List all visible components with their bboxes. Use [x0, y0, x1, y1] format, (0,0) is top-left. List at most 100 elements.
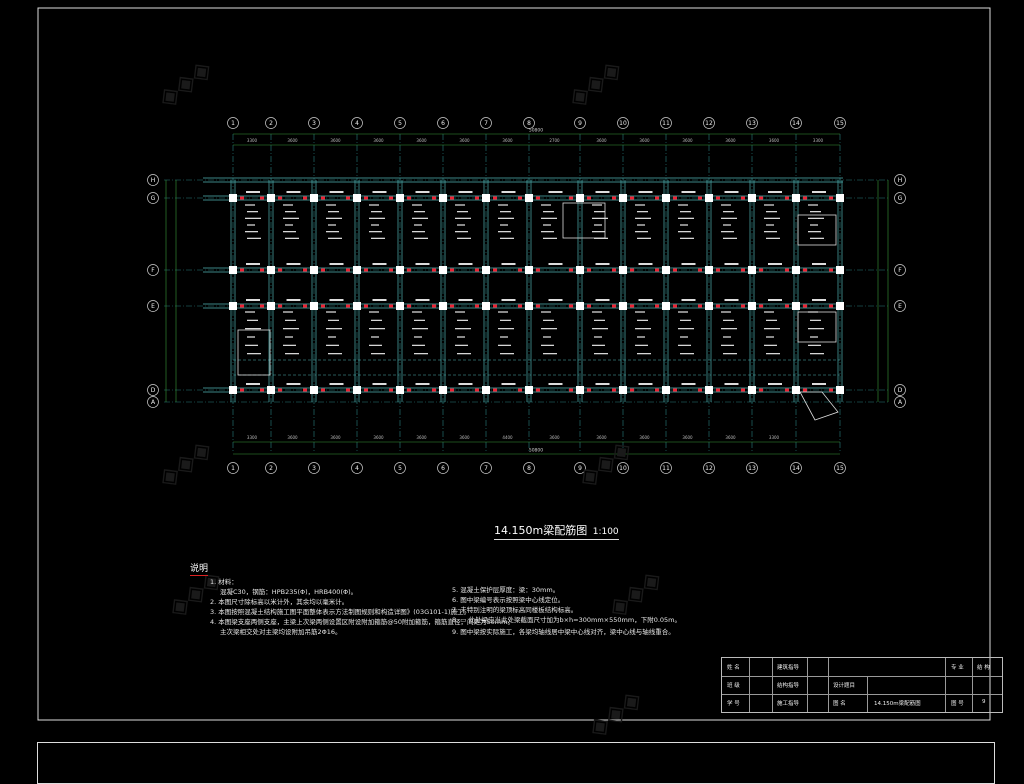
bay-dim-top: 2700: [549, 138, 560, 143]
column: [705, 302, 713, 310]
axis-bubble-bottom: [834, 462, 846, 474]
rebar-mark: [587, 268, 591, 272]
rebar-mark: [569, 196, 573, 200]
axis-number-bottom: 9: [578, 465, 582, 472]
tb-label: 姓 名: [727, 665, 740, 671]
axis-number-top: 12: [705, 120, 713, 127]
axis-number-top: 5: [398, 120, 402, 127]
rebar-mark: [587, 388, 591, 392]
axis-number-bottom: 13: [748, 465, 756, 472]
rebar-mark: [346, 268, 350, 272]
axis-bubble-bottom: [574, 462, 586, 474]
bay-dim-bottom: 3600: [596, 435, 607, 440]
column: [353, 386, 361, 394]
column: [792, 194, 800, 202]
rebar-mark: [278, 196, 282, 200]
axis-number-bottom: 11: [662, 465, 670, 472]
rebar-mark: [673, 388, 677, 392]
rebar-mark: [655, 268, 659, 272]
axis-bubble-right: [894, 174, 906, 186]
rebar-mark: [785, 268, 789, 272]
column: [310, 194, 318, 202]
bay-dim-top: 3600: [330, 138, 341, 143]
column: [619, 266, 627, 274]
axis-bubble-top: [834, 117, 846, 129]
corner-element: [799, 391, 839, 421]
rebar-mark: [364, 196, 368, 200]
bay-dim-bottom: 3600: [549, 435, 560, 440]
drawing-title-text: 14.150m梁配筋图: [494, 524, 588, 537]
rebar-mark: [321, 196, 325, 200]
rebar-mark: [612, 196, 616, 200]
bay-dim-top: 3300: [247, 138, 258, 143]
axis-number-top: 3: [312, 120, 316, 127]
column: [229, 266, 237, 274]
rebar-mark: [716, 196, 720, 200]
axis-number-top: 1: [231, 120, 235, 127]
opening-box: [797, 311, 837, 343]
rebar-mark: [518, 196, 522, 200]
rebar-mark: [450, 304, 454, 308]
axis-bubble-top: [394, 117, 406, 129]
axis-number-top: 15: [836, 120, 844, 127]
rebar-mark: [260, 388, 264, 392]
axis-bubble-bottom: [351, 462, 363, 474]
axis-bubble-top: [574, 117, 586, 129]
rebar-mark: [536, 304, 540, 308]
rebar-mark: [432, 196, 436, 200]
axis-bubble-right: [894, 396, 906, 408]
rebar-mark: [587, 304, 591, 308]
axis-bubble-bottom: [437, 462, 449, 474]
column: [525, 266, 533, 274]
axis-bubble-right: [894, 384, 906, 396]
rebar-mark: [518, 388, 522, 392]
bay-dim-top: 3300: [813, 138, 824, 143]
axis-number-top: 14: [792, 120, 800, 127]
column: [792, 266, 800, 274]
axis-letter-right: H: [898, 177, 903, 184]
note-line: 8. ▭ 此处梁应当此处梁截面尺寸加为b×h=300mm×550mm，下附0.0…: [452, 616, 682, 624]
axis-number-bottom: 8: [527, 465, 531, 472]
opening-box: [797, 214, 837, 246]
column: [267, 386, 275, 394]
axis-bubble-bottom: [703, 462, 715, 474]
tb-label: 学 号: [727, 701, 740, 707]
column: [662, 194, 670, 202]
tb-value: 14.150m梁配筋图: [874, 701, 921, 707]
column: [482, 266, 490, 274]
column: [748, 302, 756, 310]
rebar-mark: [278, 304, 282, 308]
column: [439, 194, 447, 202]
rebar-mark: [321, 388, 325, 392]
column: [310, 302, 318, 310]
axis-number-bottom: 1: [231, 465, 235, 472]
rebar-mark: [475, 196, 479, 200]
tb-label: 专 业: [951, 665, 964, 671]
column: [229, 302, 237, 310]
column: [836, 386, 844, 394]
rebar-mark: [569, 268, 573, 272]
column: [662, 266, 670, 274]
axis-number-top: 7: [484, 120, 488, 127]
rebar-mark: [240, 268, 244, 272]
rebar-mark: [450, 388, 454, 392]
rebar-mark: [346, 388, 350, 392]
axis-bubble-bottom: [394, 462, 406, 474]
rebar-mark: [655, 196, 659, 200]
bay-dim-bottom: 3600: [373, 435, 384, 440]
drawing-scale: 1:100: [592, 527, 619, 537]
axis-bubble-bottom: [480, 462, 492, 474]
axis-bubble-bottom: [308, 462, 320, 474]
rebar-mark: [364, 304, 368, 308]
rebar-mark: [785, 388, 789, 392]
axis-number-bottom: 6: [441, 465, 445, 472]
bay-dim-top: 3600: [373, 138, 384, 143]
axis-number-bottom: 10: [619, 465, 627, 472]
rebar-mark: [785, 196, 789, 200]
column: [310, 266, 318, 274]
axis-letter-left: E: [151, 303, 155, 310]
rebar-mark: [303, 304, 307, 308]
axis-number-top: 11: [662, 120, 670, 127]
rebar-mark: [741, 196, 745, 200]
column: [836, 266, 844, 274]
